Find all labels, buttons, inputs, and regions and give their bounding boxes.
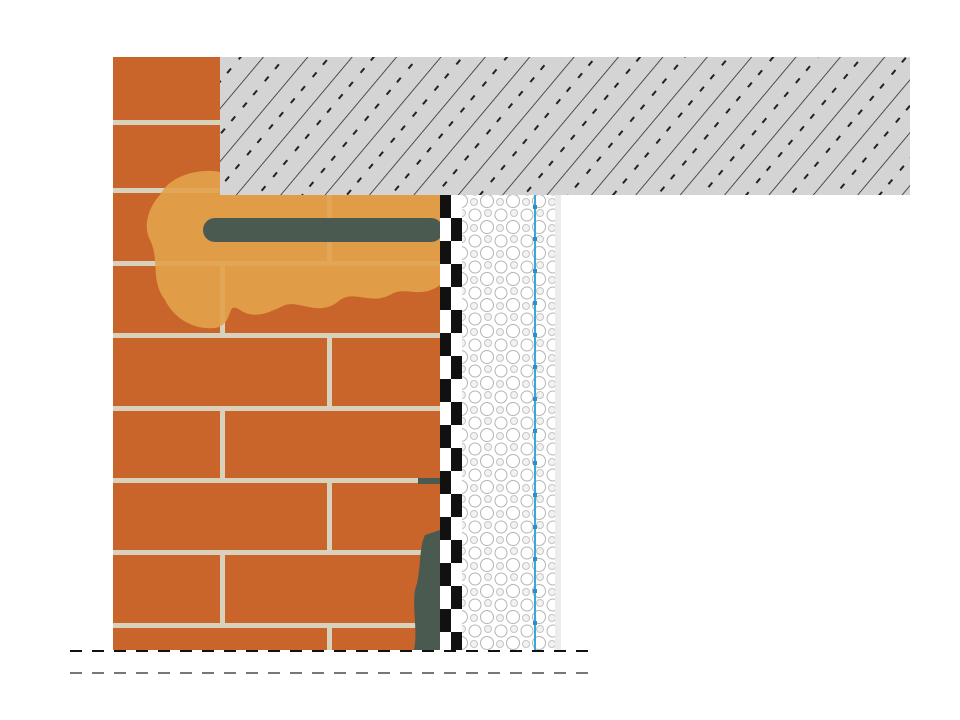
concrete-hatch — [220, 57, 910, 195]
adhesive-blob — [146, 170, 441, 329]
checker-strip — [440, 195, 462, 650]
insulation-board — [462, 195, 560, 650]
anchor-dowel — [203, 218, 443, 242]
bottom-adhesive — [414, 530, 440, 650]
mortar-plug — [418, 478, 440, 484]
insulation-edge — [555, 195, 561, 650]
